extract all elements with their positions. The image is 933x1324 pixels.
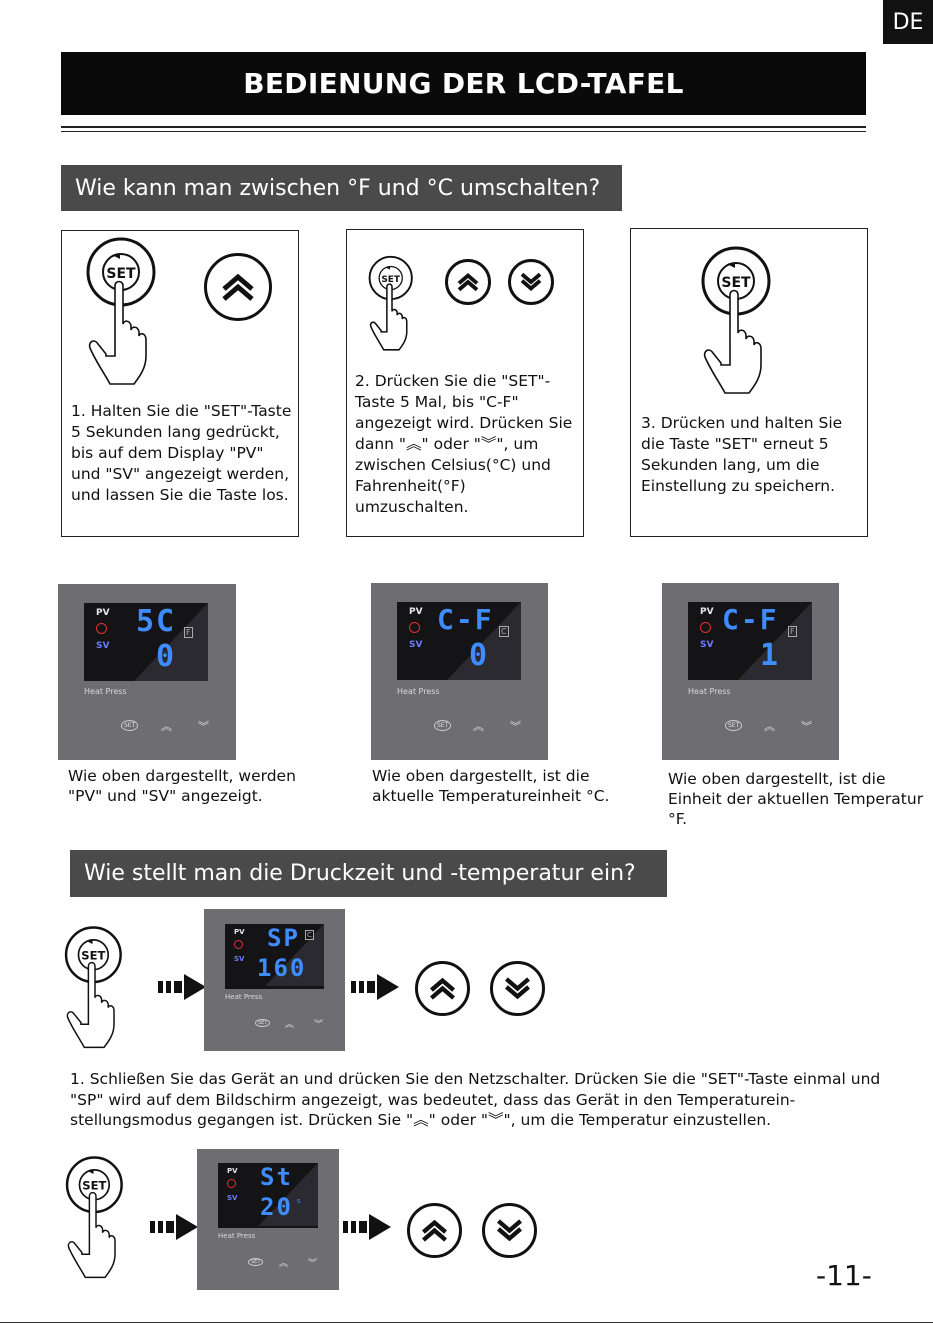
svg-text:SET: SET (381, 275, 401, 285)
down-button-icon (490, 961, 545, 1016)
flow-arrow-icon (351, 974, 399, 1000)
brand-label: Heat Press (397, 687, 440, 696)
section-heading-unit-switch: Wie kann man zwischen °F und °C umschalt… (61, 165, 622, 211)
panel-up-button: ︽ (764, 720, 775, 733)
panel-down-button: ︾ (801, 720, 812, 733)
pv-label: PV (700, 607, 714, 617)
display-top-value: C-F (722, 603, 779, 636)
set-hand-press-icon: SET (84, 236, 162, 386)
step-box-2: SET 2. Drücken Sie die "SET"-Taste 5 Mal… (346, 229, 584, 537)
display-top-value: SP (267, 924, 300, 952)
lcd-panel-pv-sv: PV SV 5C 0 F Heat Press SET ︽ ︾ (58, 584, 236, 760)
language-tab: DE (883, 0, 933, 44)
panel-up-button: ︽ (473, 720, 484, 733)
lcd-screen: PV SV SP 160 C (225, 924, 324, 989)
pv-label: PV (96, 608, 110, 618)
sv-label: SV (234, 955, 245, 963)
page-number: -11- (816, 1259, 872, 1292)
svg-text:SET: SET (81, 949, 105, 963)
lcd-panel-set-temperature: PV SV SP 160 C Heat Press SET ︽ ︾ (204, 909, 345, 1051)
display-bottom-value: 1 (760, 638, 781, 673)
display-bottom-value: 0 (469, 638, 490, 673)
panel-down-button: ︾ (314, 1020, 324, 1030)
instruction-paragraph: 1. Schließen Sie das Gerät an und drücke… (70, 1070, 881, 1129)
set-hand-press-icon: SET (699, 245, 777, 395)
panel-set-button: SET (121, 720, 139, 731)
step-box-3: SET 3. Drücken und halten Sie die Taste … (630, 228, 868, 537)
display-bottom-value: 160 (257, 954, 307, 982)
header-rule (61, 126, 866, 128)
svg-text:SET: SET (106, 266, 136, 282)
unit-indicator: F (788, 626, 797, 637)
flow-arrow-icon (343, 1214, 391, 1240)
flow-arrow-icon (158, 974, 206, 1000)
panel-set-button: SET (248, 1258, 264, 1266)
step-1-text: 1. Halten Sie die "SET"-Taste 5 Sekunden… (71, 402, 292, 504)
panel-set-button: SET (255, 1019, 271, 1027)
set-hand-press-icon: SET (63, 1155, 129, 1279)
set-hand-press-icon: SET (367, 254, 417, 352)
page-title: BEDIENUNG DER LCD-TAFEL (61, 52, 866, 115)
seconds-indicator: s (297, 1197, 301, 1205)
lcd-panel-fahrenheit: PV SV C-F 1 F Heat Press SET ︽ ︾ (662, 583, 839, 760)
step-box-1: SET 1. Halten Sie die "SET"-Taste 5 Seku… (61, 230, 299, 537)
up-button-icon (407, 1203, 462, 1258)
caption-panel-2: Wie oben dargestellt, ist die aktuelle T… (372, 767, 610, 805)
caption-panel-3: Wie oben dargestellt, ist die Einheit de… (668, 770, 924, 828)
pv-label: PV (227, 1167, 238, 1175)
svg-text:SET: SET (721, 275, 751, 291)
set-hand-press-icon: SET (62, 925, 128, 1049)
brand-label: Heat Press (218, 1232, 256, 1240)
panel-down-button: ︾ (308, 1259, 318, 1269)
down-button-icon (508, 259, 554, 305)
up-button-icon (445, 259, 491, 305)
panel-up-button: ︽ (285, 1020, 295, 1030)
up-button-icon (415, 961, 470, 1016)
down-button-icon (482, 1203, 537, 1258)
panel-down-button: ︾ (198, 720, 209, 733)
lcd-screen: PV SV 5C 0 F (84, 603, 208, 681)
sv-label: SV (96, 641, 110, 651)
caption-panel-1: Wie oben dargestellt, werden "PV" und "S… (68, 767, 296, 805)
lcd-panel-set-time: PV SV St 20 s Heat Press SET ︽ ︾ (197, 1149, 339, 1290)
display-top-value: C-F (437, 603, 494, 636)
footer-rule (0, 1322, 933, 1323)
step-2-text: 2. Drücken Sie die "SET"-Taste 5 Mal, bi… (355, 372, 573, 516)
lcd-panel-celsius: PV SV C-F 0 C Heat Press SET ︽ ︾ (371, 583, 548, 760)
brand-label: Heat Press (225, 993, 263, 1001)
svg-text:SET: SET (82, 1179, 106, 1193)
unit-indicator: F (184, 627, 193, 638)
heating-indicator-icon (234, 940, 243, 949)
sv-label: SV (700, 640, 714, 650)
pv-label: PV (409, 607, 423, 617)
lcd-screen: PV SV C-F 0 C (397, 602, 521, 680)
display-bottom-value: 20 (260, 1193, 293, 1221)
display-bottom-value: 0 (156, 639, 177, 674)
up-button-icon (204, 253, 272, 321)
heating-indicator-icon (227, 1179, 236, 1188)
display-top-value: St (260, 1163, 293, 1191)
lcd-screen: PV SV C-F 1 F (688, 602, 812, 680)
unit-indicator: C (305, 930, 314, 940)
panel-down-button: ︾ (510, 720, 521, 733)
brand-label: Heat Press (688, 687, 731, 696)
heating-indicator-icon (700, 622, 711, 633)
heating-indicator-icon (96, 623, 107, 634)
unit-indicator: C (499, 626, 509, 637)
step-3-text: 3. Drücken und halten Sie die Taste "SET… (641, 414, 843, 495)
panel-up-button: ︽ (161, 720, 172, 733)
sv-label: SV (409, 640, 423, 650)
panel-set-button: SET (725, 720, 743, 731)
panel-set-button: SET (434, 720, 452, 731)
header-rule-thin (61, 131, 866, 132)
heating-indicator-icon (409, 622, 420, 633)
display-top-value: 5C (136, 604, 177, 639)
flow-arrow-icon (150, 1214, 198, 1240)
pv-label: PV (234, 928, 245, 936)
lcd-screen: PV SV St 20 s (218, 1163, 318, 1228)
sv-label: SV (227, 1194, 238, 1202)
panel-up-button: ︽ (279, 1259, 289, 1269)
brand-label: Heat Press (84, 687, 127, 696)
section-heading-time-temp: Wie stellt man die Druckzeit und -temper… (70, 850, 667, 897)
